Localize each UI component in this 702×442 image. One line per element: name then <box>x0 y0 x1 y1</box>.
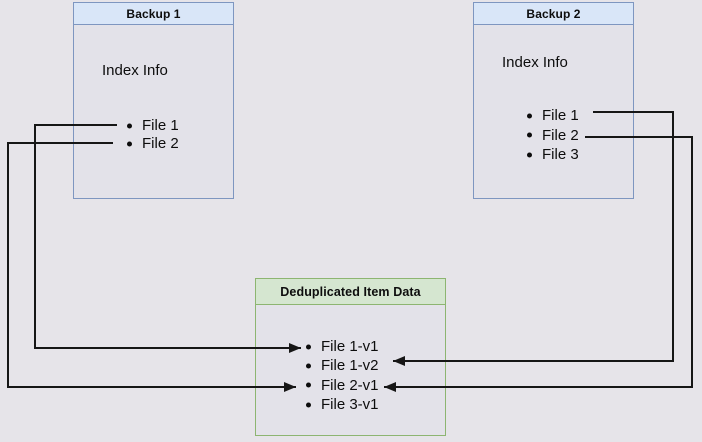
file-list-item: File 2-v1 <box>305 376 379 395</box>
backup-1-header: Backup 1 <box>74 3 233 25</box>
backup-2-title: Backup 2 <box>526 6 581 21</box>
backup-1-index-info-label: Index Info <box>102 62 168 79</box>
deduplicated-item-data-header: Deduplicated Item Data <box>256 279 445 305</box>
file-list-item: File 3-v1 <box>305 395 379 414</box>
file-list-item: File 1-v1 <box>305 337 379 356</box>
file-list-item: File 1-v2 <box>305 356 379 375</box>
deduplicated-item-data-title: Deduplicated Item Data <box>280 284 421 299</box>
file-list-item: File 2 <box>126 135 179 153</box>
backup-2-header: Backup 2 <box>474 3 633 25</box>
backup-1-title: Backup 1 <box>126 6 181 21</box>
file-list-item: File 1 <box>526 106 579 126</box>
file-list-item: File 3 <box>526 145 579 165</box>
file-list-item: File 1 <box>126 117 179 135</box>
backup-2-index-info-label: Index Info <box>502 54 568 71</box>
file-list-item: File 2 <box>526 126 579 146</box>
